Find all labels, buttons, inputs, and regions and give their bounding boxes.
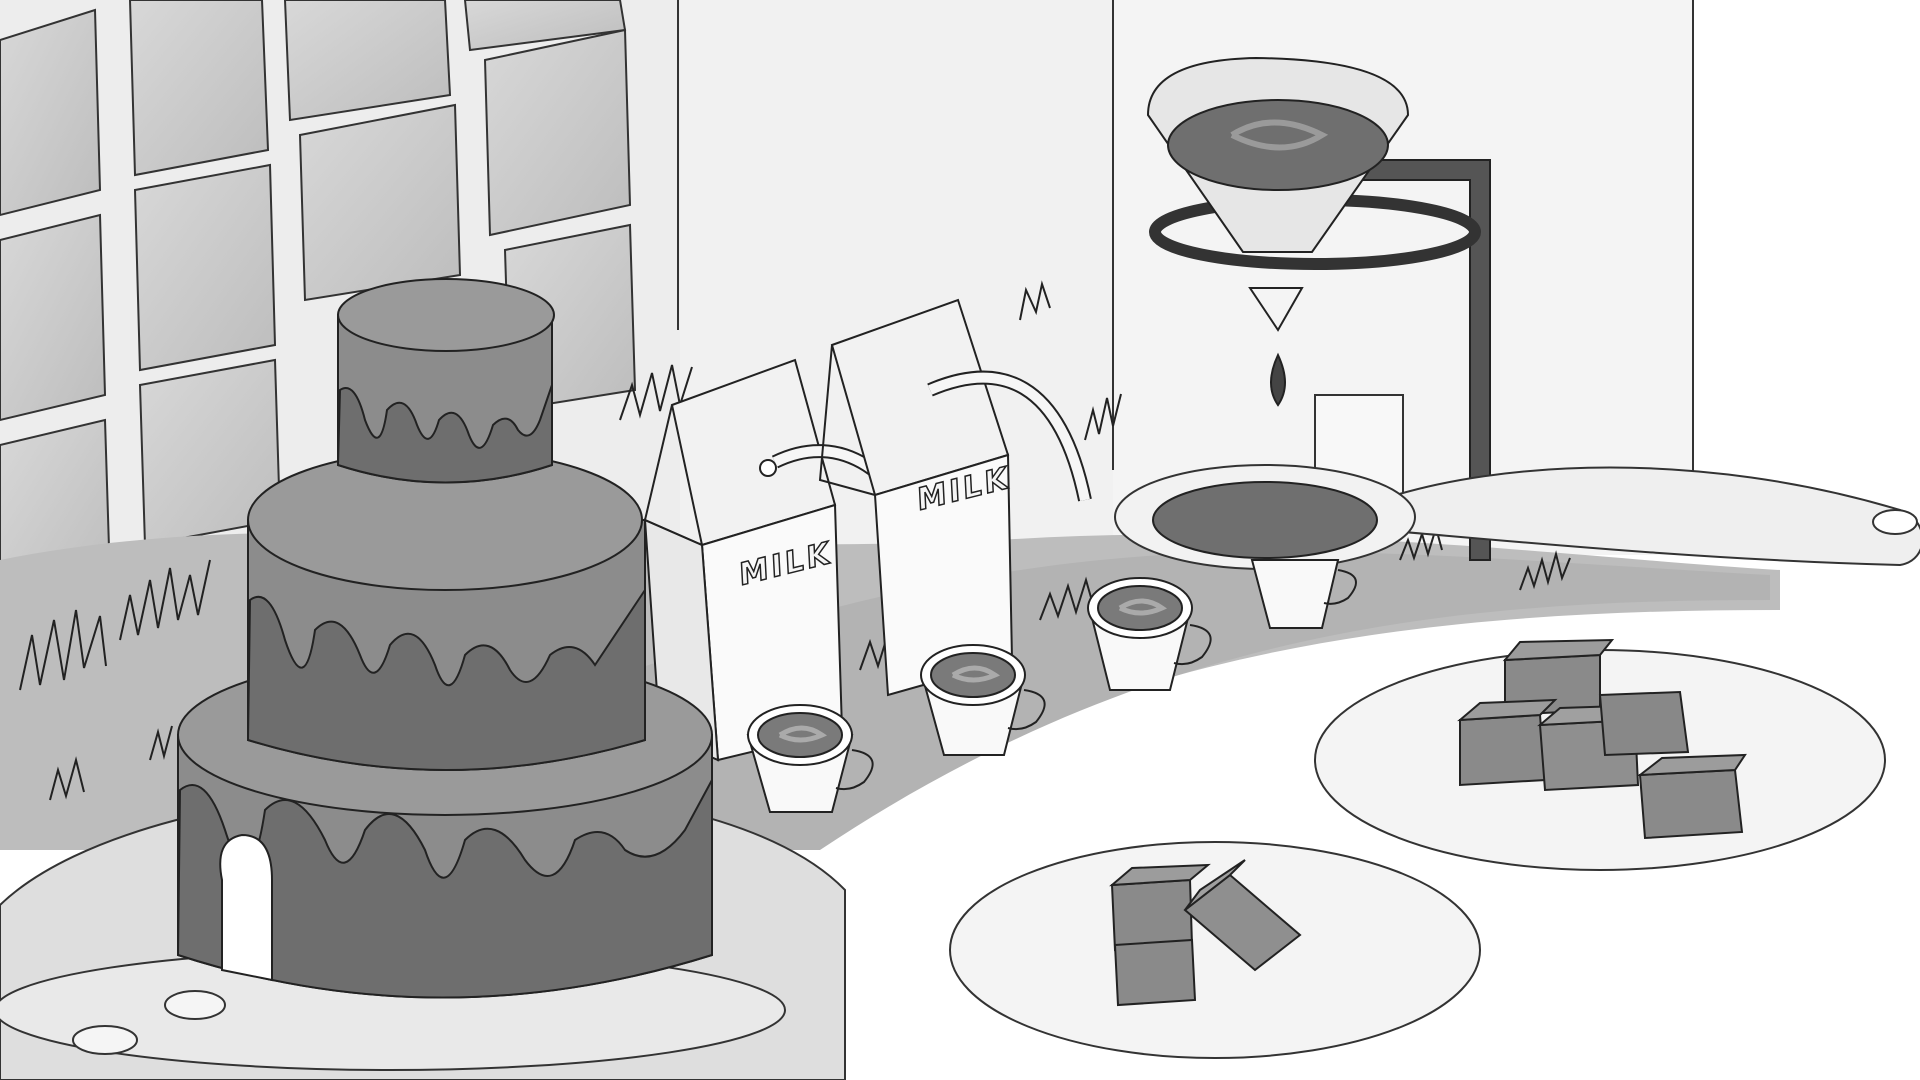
plate-center [949,841,1481,1059]
wall-tiles [0,0,637,602]
cup-2 [920,644,1046,756]
coffee-dripper [1146,56,1491,561]
cup-3 [1087,577,1212,691]
plate-right [1314,638,1886,871]
cup-1 [746,704,874,813]
cup-4 [1250,559,1357,629]
coffee-pan [1114,464,1920,570]
milk-carton-right: MILK [818,298,1092,697]
tiered-cake [176,278,713,999]
coffee-cups [746,559,1357,813]
